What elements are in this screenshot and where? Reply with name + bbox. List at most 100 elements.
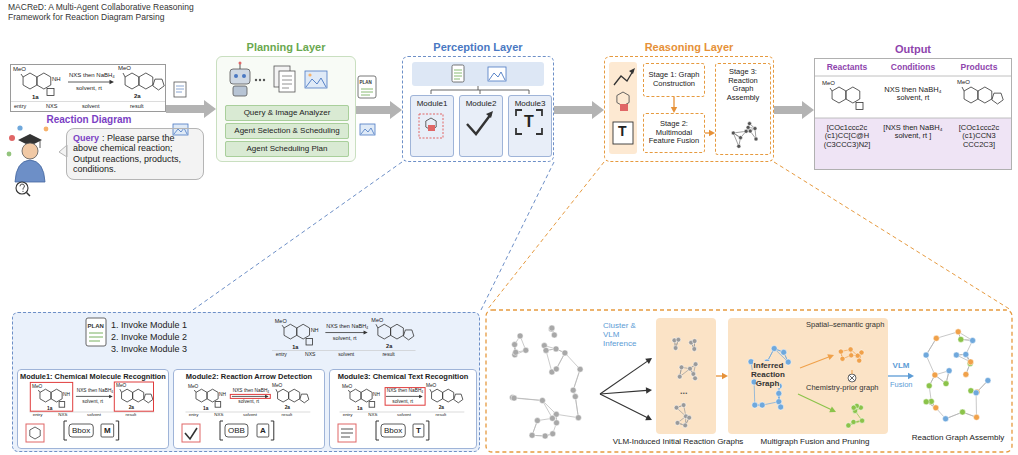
label-box: NXS then NaBH₄ (387, 388, 424, 393)
leader-line (480, 162, 554, 312)
label-box: result (130, 103, 143, 109)
label-text: NH (373, 392, 380, 397)
node-fill (66, 128, 204, 180)
label-box: 1a (357, 406, 362, 411)
node-fill (715, 63, 771, 155)
label-text: OBB (228, 426, 245, 435)
network-graph (672, 337, 697, 351)
label-box: solvent (243, 413, 257, 418)
label-text: 2a (439, 405, 444, 410)
network-graph (677, 362, 698, 381)
document-icon (279, 71, 295, 92)
label-box: MeO (426, 383, 436, 388)
token-bracket (64, 421, 119, 440)
node-fill (12, 312, 480, 452)
graph-node (673, 346, 678, 351)
plan-clipboard (86, 318, 106, 346)
arrow-head (829, 407, 836, 413)
title-wrap: Module3 (509, 99, 551, 108)
label-text: MeO (118, 65, 131, 71)
label-text: Bbox (72, 426, 90, 435)
reaction-arrow-head (419, 395, 423, 399)
connector-line (673, 97, 674, 108)
arrow-output-icon (182, 424, 200, 442)
agent-bar: Agent Selection & Scheduling (225, 123, 349, 139)
graph-node (849, 353, 854, 358)
node-text: Stage 2: Multimodal Feature Fusion (647, 120, 701, 146)
benzene-ring (964, 87, 978, 103)
graph-node (683, 423, 688, 428)
graph-node (692, 339, 697, 344)
label-box: solvent (87, 413, 101, 418)
network-graph (731, 122, 758, 149)
leader-line (774, 162, 1011, 310)
arrow-head (722, 373, 728, 379)
connector (166, 100, 216, 118)
piperidine-ring (846, 87, 860, 103)
flow-arrow (554, 101, 604, 119)
title-wrap: Module3: Chemical Text Recognition (330, 373, 476, 382)
label-text: MeO (342, 384, 352, 389)
label-text: MeO (272, 383, 282, 388)
arrow-output-check (185, 428, 197, 439)
label-text: MeO (426, 383, 436, 388)
heading-wrap: Reasoning Layer (565, 41, 813, 54)
label-text: NXS then NaBH₄ (69, 72, 115, 78)
label-box: 2a (129, 405, 134, 410)
label-text: NH (311, 327, 319, 333)
label-text: MeO (957, 79, 970, 85)
piperidine-ring (207, 389, 218, 402)
label-box: Reactants (814, 63, 880, 73)
plan-lines (361, 89, 373, 95)
label-text: T (524, 113, 534, 130)
label-box: 1a (47, 406, 52, 411)
flow-arrow (774, 101, 814, 119)
lock-icon (620, 104, 628, 111)
graph-node (737, 144, 741, 148)
piperidine-ring (289, 389, 300, 402)
label-text: Cluster & VLM Inference (603, 321, 636, 348)
label-text: M (104, 426, 111, 435)
pointer-arrow (600, 394, 652, 420)
graph-node (681, 403, 686, 408)
idea-dot (44, 127, 49, 132)
benzene-ring (196, 389, 207, 402)
label-text: PLAN (360, 80, 372, 85)
label-text: 1a (32, 94, 39, 100)
image-sun (308, 73, 311, 76)
label-box: MeO (957, 79, 970, 86)
label-text: Bbox (384, 426, 402, 435)
label-text: Products (961, 62, 998, 72)
reaction-arrow-head (364, 331, 368, 335)
node-text: Module1: Chemical Molecule Recognition (20, 372, 166, 381)
arrow-head (908, 373, 914, 379)
label-text: MeO (371, 317, 383, 323)
image-icon (173, 124, 188, 135)
label-text: [COc1ccc2c (c1)CCN3 CCC2C3] (959, 123, 999, 149)
benzene-ring (378, 324, 391, 339)
text-wrap: Stage 3: Reaction Graph Assembly (719, 68, 767, 103)
heading-wrap: Output (775, 43, 1018, 56)
graph-node (857, 358, 862, 363)
label-text: 1a (357, 406, 362, 411)
graph-node (549, 325, 555, 331)
module-box: Module2 (459, 95, 503, 157)
benzene-ring (832, 87, 846, 103)
arrow-head (646, 387, 652, 393)
node-text: Stage 3: Reaction Graph Assembly (719, 68, 767, 103)
plan-lines (454, 70, 462, 79)
pointer-line (600, 361, 648, 394)
graph-node (860, 418, 865, 423)
graph-node (675, 421, 680, 426)
graph-node (778, 404, 784, 410)
node-text: Module3 (515, 99, 546, 108)
reaction-arrow-head (110, 80, 115, 84)
graph-edge (556, 414, 578, 417)
node-text: 3. Invoke Module 3 (111, 343, 187, 355)
network-graph (674, 403, 692, 428)
label-text: NH (219, 392, 226, 397)
magnifier (16, 182, 28, 194)
drawn-art (10, 73, 1003, 440)
label-box: solvent, rt (238, 399, 259, 404)
